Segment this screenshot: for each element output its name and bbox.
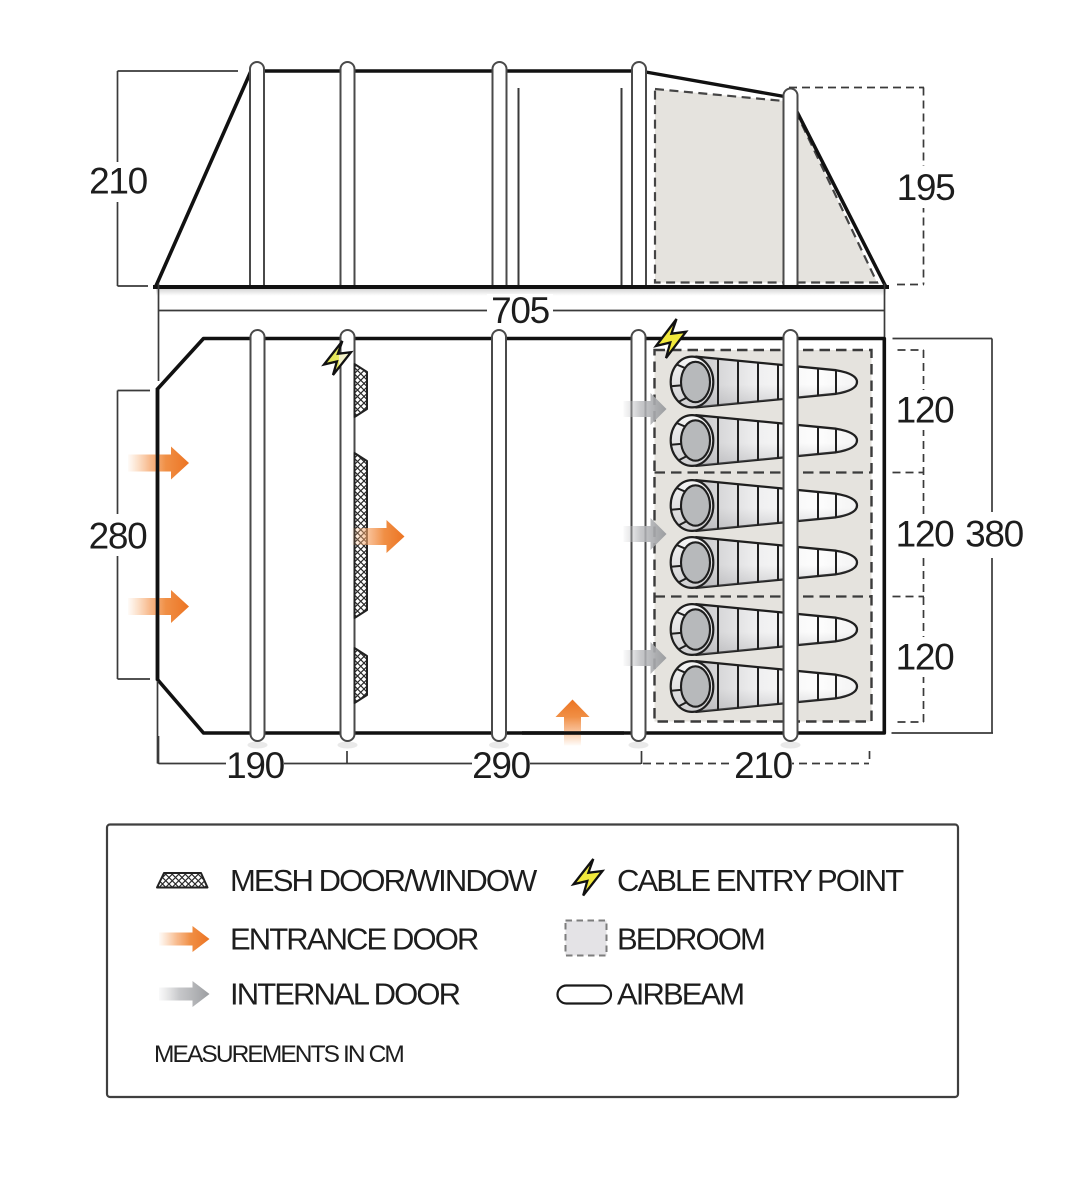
svg-text:380: 380 <box>965 514 1023 555</box>
svg-text:290: 290 <box>472 745 530 786</box>
svg-text:MESH DOOR/WINDOW: MESH DOOR/WINDOW <box>230 863 538 898</box>
svg-text:210: 210 <box>89 161 147 202</box>
svg-text:MEASUREMENTS IN CM: MEASUREMENTS IN CM <box>154 1041 403 1068</box>
svg-text:AIRBEAM: AIRBEAM <box>617 977 743 1012</box>
svg-text:705: 705 <box>491 290 549 331</box>
svg-text:120: 120 <box>896 390 954 431</box>
svg-text:195: 195 <box>897 167 955 208</box>
svg-text:280: 280 <box>89 516 147 557</box>
svg-text:INTERNAL DOOR: INTERNAL DOOR <box>230 977 460 1012</box>
svg-text:ENTRANCE DOOR: ENTRANCE DOOR <box>230 922 478 957</box>
svg-text:120: 120 <box>896 514 954 555</box>
svg-text:BEDROOM: BEDROOM <box>617 922 764 957</box>
svg-text:CABLE ENTRY POINT: CABLE ENTRY POINT <box>617 863 904 898</box>
svg-text:210: 210 <box>734 745 792 786</box>
svg-text:190: 190 <box>226 745 284 786</box>
svg-text:120: 120 <box>896 637 954 678</box>
